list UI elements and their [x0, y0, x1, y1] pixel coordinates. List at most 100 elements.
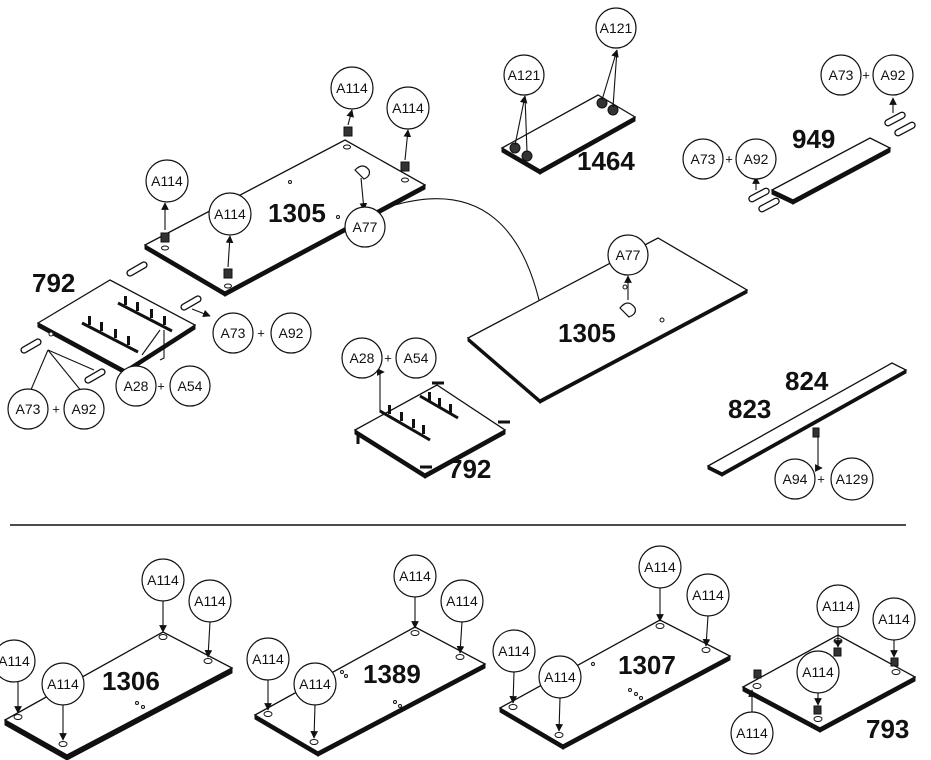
- callout-a114: A114: [393, 554, 437, 598]
- svg-text:A121: A121: [508, 67, 541, 83]
- svg-text:A114: A114: [736, 725, 768, 741]
- svg-text:A28: A28: [124, 378, 149, 394]
- callout-a114: A114: [492, 629, 536, 673]
- svg-text:A114: A114: [47, 676, 79, 692]
- callout-a114: A114: [730, 711, 774, 755]
- svg-text:A114: A114: [147, 572, 179, 588]
- svg-text:A114: A114: [0, 653, 30, 669]
- part-number-1464: 1464: [577, 146, 635, 176]
- panel-1305-right: [466, 237, 749, 405]
- panel-823-824: [706, 362, 908, 477]
- plus-sign: +: [157, 379, 165, 394]
- svg-text:A73: A73: [16, 401, 41, 417]
- svg-text:A114: A114: [399, 568, 431, 584]
- callout-a121: A121: [595, 7, 637, 49]
- svg-text:A114: A114: [151, 173, 183, 189]
- svg-text:A121: A121: [600, 20, 633, 36]
- svg-text:A28: A28: [350, 350, 375, 366]
- svg-text:A114: A114: [822, 598, 854, 614]
- callout-a73: A73: [820, 54, 862, 96]
- svg-text:A114: A114: [214, 206, 246, 222]
- part-number-1307: 1307: [618, 650, 676, 680]
- svg-text:A114: A114: [194, 593, 226, 609]
- callout-a28: A28: [341, 337, 383, 379]
- part-number-824: 824: [785, 366, 829, 396]
- callout-a114: A114: [246, 637, 290, 681]
- svg-text:A77: A77: [616, 247, 641, 263]
- callout-a114: A114: [330, 66, 374, 110]
- part-number-949: 949: [792, 124, 835, 154]
- svg-text:A92: A92: [72, 401, 97, 417]
- svg-text:A73: A73: [221, 325, 246, 341]
- svg-text:A92: A92: [744, 151, 769, 167]
- callout-a114: A114: [386, 86, 430, 130]
- svg-text:A114: A114: [498, 643, 530, 659]
- callout-a92: A92: [63, 388, 105, 430]
- panel-792-left: [20, 261, 202, 384]
- svg-text:A114: A114: [392, 100, 424, 116]
- svg-text:A73: A73: [691, 151, 716, 167]
- panel-792-center: [353, 381, 510, 479]
- part-number-1389: 1389: [363, 659, 421, 689]
- svg-text:A92: A92: [279, 325, 304, 341]
- svg-text:A129: A129: [836, 471, 869, 487]
- callout-a114: A114: [538, 655, 582, 699]
- part-number-1305-right: 1305: [558, 318, 616, 348]
- leads-1307: [509, 588, 711, 732]
- callout-a129: A129: [830, 457, 874, 501]
- callout-a28: A28: [115, 365, 157, 407]
- svg-text:A114: A114: [644, 559, 676, 575]
- leads-1306: [14, 601, 213, 741]
- callout-a114: A114: [41, 662, 85, 706]
- svg-text:A114: A114: [802, 664, 834, 680]
- part-number-1305-top: 1305: [268, 198, 326, 228]
- panel-1306: [3, 631, 234, 760]
- callout-a114: A114: [872, 597, 916, 641]
- part-number-792-center: 792: [448, 454, 491, 484]
- leads-1464: [514, 49, 619, 153]
- leader-line: [377, 368, 385, 412]
- svg-text:A114: A114: [692, 587, 724, 603]
- callout-a114: A114: [796, 650, 840, 694]
- callout-a77: A77: [607, 234, 649, 276]
- panel-1307: [498, 619, 732, 750]
- plus-sign: +: [52, 402, 60, 417]
- plus-sign: +: [384, 351, 392, 366]
- leads-792-left: [29, 308, 211, 393]
- part-number-793: 793: [866, 714, 909, 744]
- callout-a114: A114: [0, 639, 36, 683]
- plus-sign: +: [257, 326, 265, 341]
- callout-a121: A121: [503, 54, 545, 96]
- callout-a114: A114: [816, 584, 860, 628]
- svg-text:A54: A54: [178, 378, 203, 394]
- part-number-792-left: 792: [32, 268, 75, 298]
- leads-1389: [264, 597, 465, 739]
- callout-a114: A114: [145, 159, 189, 203]
- plus-sign: +: [817, 472, 825, 487]
- callout-a54: A54: [169, 365, 211, 407]
- panel-949: [748, 111, 916, 213]
- callout-a114: A114: [638, 545, 682, 589]
- callout-a73: A73: [212, 312, 254, 354]
- callout-a114: A114: [686, 573, 730, 617]
- svg-text:A73: A73: [829, 67, 854, 83]
- callout-a114: A114: [208, 192, 252, 236]
- callout-a92: A92: [872, 54, 914, 96]
- svg-text:A114: A114: [446, 593, 478, 609]
- callout-a94: A94: [774, 458, 816, 500]
- callout-a54: A54: [395, 337, 437, 379]
- callout-a77: A77: [344, 206, 386, 248]
- svg-text:A114: A114: [336, 80, 368, 96]
- svg-text:A114: A114: [878, 611, 910, 627]
- leads-1305-top: [161, 109, 546, 331]
- callout-a114: A114: [440, 579, 484, 623]
- callout-a92: A92: [735, 138, 777, 180]
- leads-793: [748, 627, 898, 712]
- part-number-1306: 1306: [102, 666, 160, 696]
- svg-text:A94: A94: [783, 471, 808, 487]
- panel-1464: [500, 94, 637, 175]
- callout-a114: A114: [141, 558, 185, 602]
- svg-text:A114: A114: [299, 676, 331, 692]
- leader-line: [815, 436, 823, 472]
